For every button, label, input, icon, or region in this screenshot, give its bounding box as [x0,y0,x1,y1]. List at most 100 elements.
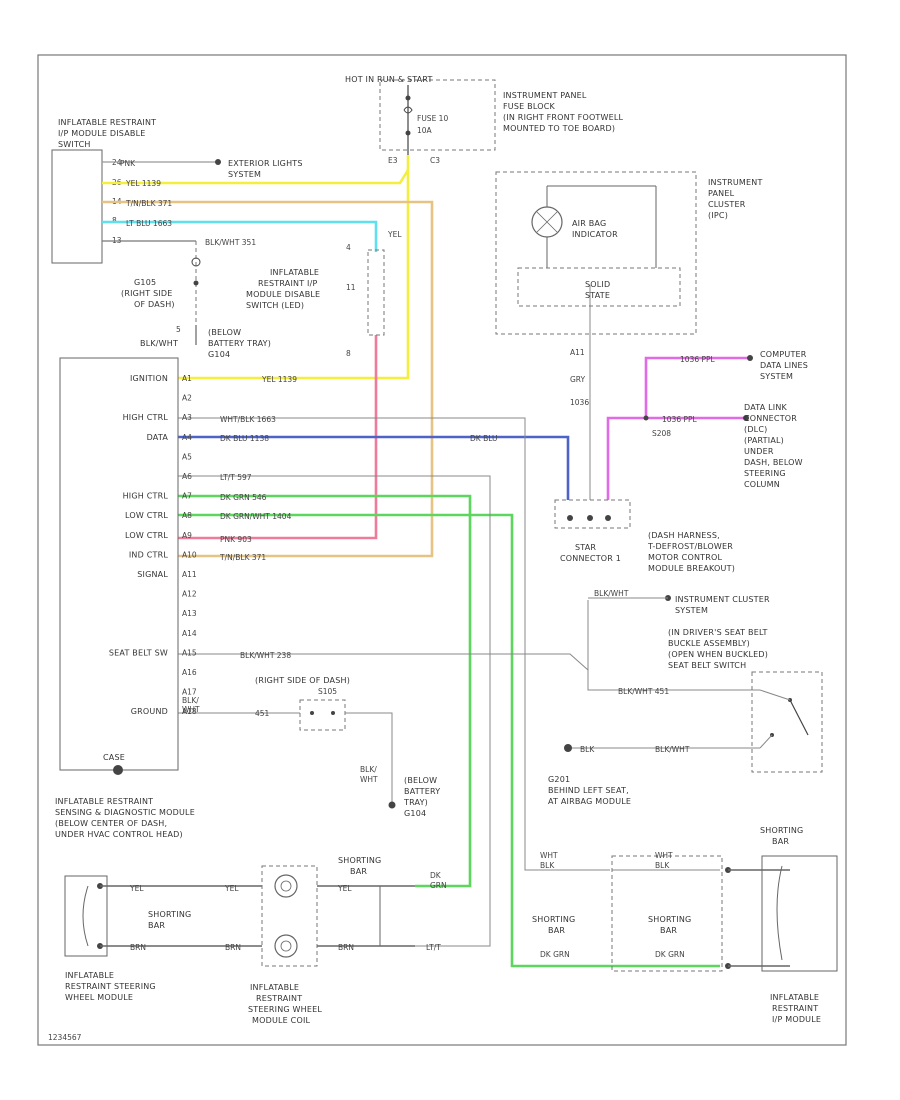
pnk-label: PNK [120,159,136,168]
fuse-pin: C3 [430,156,440,165]
sdm-pin-label: HIGH CTRL [123,413,169,422]
yel-1139-top-label: YEL 1139 [125,179,161,188]
green-wire-low [178,513,720,968]
g104-connector-box [299,699,346,731]
dk-grn-label: DK GRN 546 [220,493,267,502]
diagram-code: 1234567 [48,1033,82,1042]
shorting-bar-label-a: SHORTING BAR [148,910,194,930]
sdm-pin-number: A3 [182,413,192,422]
instrument-cluster-label: INSTRUMENT CLUSTER SYSTEM [675,595,773,615]
ext-lights-label: EXTERIOR LIGHTS SYSTEM [228,159,305,179]
black-label: BLK/WHT [140,339,178,348]
below-battery-ground-a: 5 BLK/WHT (BELOW BATTERY TRAY) G104 [140,325,274,359]
blk-wht-ic-label: BLK/WHT [594,589,629,598]
sdm-pin-number: A15 [182,648,197,657]
pin-label: BRN [225,943,241,952]
pin-label: S105 [318,687,337,696]
tan-blk-371-label: T/N/BLK 371 [219,553,266,562]
star-connector-box [554,499,631,529]
ipc-outline [495,171,697,335]
blk-c-label: BLK [580,745,595,754]
ip-module-box [761,855,838,972]
fuse-icon [403,106,413,114]
blk-wht-351-label: BLK/WHT 351 [205,238,256,247]
sdm-pin-label: HIGH CTRL [123,492,169,501]
module-coil-box [261,865,318,967]
sdm-pin-number: A4 [182,433,192,442]
blk-wht-d-label: BLK/WHT [655,745,690,754]
below-battery-label-a: (BELOW BATTERY TRAY) G104 [208,328,274,359]
sdm-pin-number: A7 [182,492,192,501]
pin-label: BLK/ [360,765,377,774]
pin-label: GRY [570,375,586,384]
fuse-block-line-4: MOUNTED TO TOE BOARD) [503,124,615,133]
fuse-name: FUSE 10 [417,114,448,123]
yel-led-label: YEL [387,230,402,239]
yellow-wire-switch [102,169,410,185]
fuse-amp: 10A [417,126,433,135]
sdm-pin-number: A18 [182,707,197,716]
pin-label: 8 [112,216,117,225]
g201-ground-icon [564,744,572,752]
pin-label: 5 [176,325,181,334]
solid-state-box [517,267,681,307]
ip-module: SHORTING BAR SHORTING BAR SHORTING BAR W… [532,826,838,1024]
below-battery-label-b: (BELOW BATTERY TRAY) G104 [403,776,443,818]
fuse-block-outline [379,79,496,151]
fuse-block-line-1: INSTRUMENT PANEL [503,91,587,100]
computer-data-label: COMPUTER DATA LINES SYSTEM [760,350,811,381]
green-wire-high [178,494,472,888]
pin-label: YEL [337,884,352,893]
lt-blu-label: LT BLU 1663 [126,219,172,228]
shorting-bar-label-e: SHORTING BAR [760,826,806,846]
violet-label-a: 1036 PPL [680,355,716,364]
sdm-pin-number: A16 [182,668,197,677]
shorting-bar-label-c: SHORTING BAR [532,915,578,935]
wht-blk-label: WHT/BLK 1663 [220,415,276,424]
pin-label: 4 [346,243,351,252]
ip-module-label: INFLATABLE RESTRAINT I/P MODULE [770,993,822,1024]
pin-label: 8 [346,349,351,358]
pnk-903-label: PNK 903 [220,535,252,544]
pin-label: LT/T [426,943,441,952]
seat-belt-switch-label: (IN DRIVER'S SEAT BELT BUCKLE ASSEMBLY) … [668,628,771,670]
ip-disable-switch-box [51,149,103,264]
sdm-pin-number: A6 [182,472,192,481]
pin-label: 11 [346,283,356,292]
sdm-pin-label: SIGNAL [137,570,168,579]
pin-label: WHT [360,775,378,784]
steering-wheel-module-label: INFLATABLE RESTRAINT STEERING WHEEL MODU… [65,971,159,1002]
pin-label: A11 [570,348,585,357]
seat-belt-switch-box [751,671,823,773]
ipc-label: INSTRUMENT PANEL CLUSTER (IPC) [708,178,765,220]
fuse-pin-num: E3 [388,156,398,165]
light-blue-wire-led [102,220,378,252]
sdm-pin-number: A9 [182,531,192,540]
dk-grn-wht-label: DK GRN/WHT 1404 [220,512,292,521]
coil-icon-b [274,934,298,958]
pin-label: 451 [255,709,270,718]
fuse-block: HOT IN RUN & START FUSE 10 10A C3 E3 INS… [345,75,626,165]
shorting-bar-label-d: SHORTING BAR [648,915,694,935]
pin-label: BLK/ [182,696,199,705]
sdm-pin-number: A10 [182,550,197,559]
shorting-bar-label-b: SHORTING BAR [338,856,384,876]
pink-wire-ind-ctrl [178,335,378,540]
sdm-pin-number: A1 [182,374,192,383]
fuse-block-label: INSTRUMENT PANEL FUSE BLOCK (IN RIGHT FR… [503,91,626,133]
pin-label: BLK [540,861,555,870]
gray-wire-ground [345,712,393,805]
pin-label: BRN [338,943,354,952]
led-outline [367,249,385,336]
s208-label: S208 [652,429,671,438]
tan-wire-signal [102,200,434,558]
solid-state-label: SOLID STATE [585,280,613,300]
diagram-border [37,54,847,1046]
g105-label: G105 (RIGHT SIDE OF DASH) [121,278,175,309]
pin-label: WHT [540,851,558,860]
fuse-block-line-3: (IN RIGHT FRONT FOOTWELL [503,113,624,122]
instrument-panel-cluster: AIR BAG INDICATOR SOLID STATE INSTRUMENT… [495,171,765,407]
sdm-label: INFLATABLE RESTRAINT SENSING & DIAGNOSTI… [55,797,198,839]
